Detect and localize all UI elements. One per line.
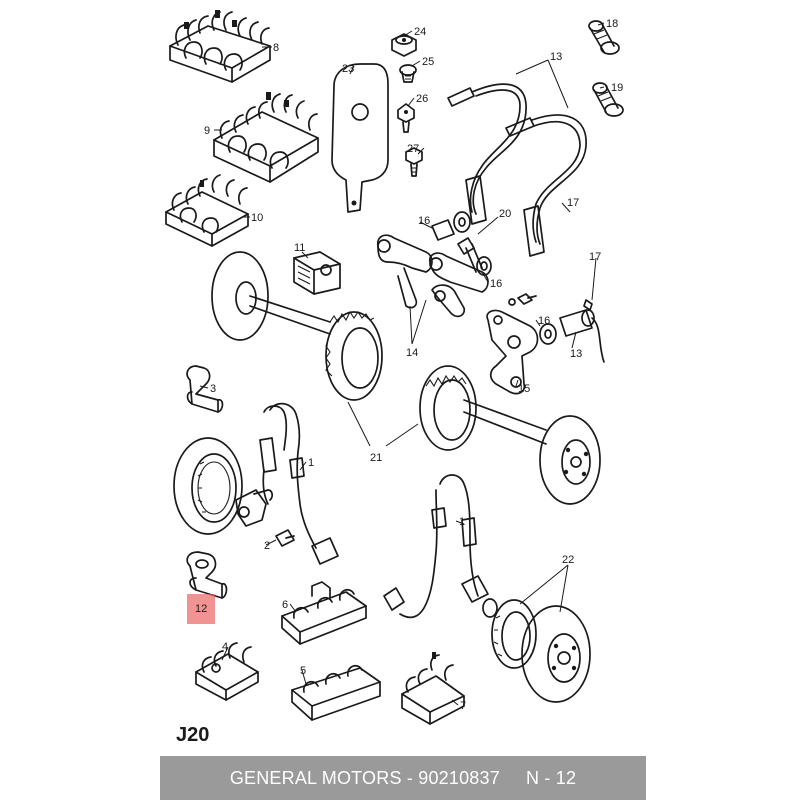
part-19-bolt <box>592 82 624 117</box>
callout-10: 10 <box>251 212 263 224</box>
part-10-clip <box>165 174 249 247</box>
callout-18: 18 <box>606 18 618 30</box>
callout-2: 2 <box>264 540 270 552</box>
part-26-screw <box>397 103 415 133</box>
callout-19: 19 <box>611 82 623 94</box>
callout-numbers: 8 9 10 23 24 25 26 27 18 19 13 11 16 20 … <box>204 18 623 712</box>
part-14-arm-upper <box>376 234 433 309</box>
callout-22: 22 <box>562 554 574 566</box>
callout-1-lower: 1 <box>459 516 465 528</box>
callout-27: 27 <box>407 143 419 155</box>
footer-bar: GENERAL MOTORS - 90210837 N - 12 <box>160 756 646 800</box>
callout-12: 12 <box>195 603 207 615</box>
part-25-screw <box>399 64 417 83</box>
leader-lines <box>199 22 605 706</box>
highlighted-part-marker <box>187 594 215 624</box>
part-15-bracket <box>486 309 539 395</box>
part-22-brake-disc-right <box>491 599 591 703</box>
callout-7: 7 <box>460 700 466 712</box>
part-17-bolt <box>508 293 537 306</box>
part-13-speed-sensor-lower <box>559 309 605 363</box>
callout-14: 14 <box>406 347 418 359</box>
part-9-clip-assembly <box>213 92 319 183</box>
callout-16-middle: 16 <box>490 278 502 290</box>
callout-21: 21 <box>370 452 382 464</box>
callout-1-upper: 1 <box>308 457 314 469</box>
callout-8: 8 <box>273 42 279 54</box>
callout-6: 6 <box>282 599 288 611</box>
part-2-sensor-mount <box>235 489 274 527</box>
callout-24: 24 <box>414 26 426 38</box>
callout-13-lower: 13 <box>570 348 582 360</box>
callout-15: 15 <box>518 383 530 395</box>
callout-25: 25 <box>422 56 434 68</box>
part-3-clip <box>186 365 224 413</box>
part-7-clip <box>401 652 465 725</box>
callout-3: 3 <box>210 383 216 395</box>
callout-17-lower: 17 <box>589 251 601 263</box>
part-21-drive-shaft-lower <box>419 365 601 505</box>
callout-23: 23 <box>342 63 354 75</box>
callout-13-upper: 13 <box>550 51 562 63</box>
part-1-abs-sensor-lower <box>383 474 498 619</box>
part-16-bracket-upper <box>431 211 471 241</box>
callout-16-upper: 16 <box>418 215 430 227</box>
part-5-cable-clamp <box>291 664 381 721</box>
footer-part-number: GENERAL MOTORS - 90210837 N - 12 <box>229 767 577 788</box>
part-11-clamp-block <box>293 251 341 295</box>
part-21-drive-shaft-upper <box>211 251 383 401</box>
part-4-clip <box>195 642 259 701</box>
callout-5: 5 <box>300 665 306 677</box>
part-1-brake-disc-left <box>173 437 243 535</box>
part-2-bolt <box>275 529 295 547</box>
callout-16-lower: 16 <box>538 315 550 327</box>
part-12-clip <box>186 551 228 599</box>
diagram-code-label: J20 <box>176 724 210 746</box>
part-6-cable-clamp <box>281 581 367 645</box>
part-13-speed-sensor-upper <box>447 83 587 257</box>
callout-20: 20 <box>499 208 511 220</box>
callout-17-upper: 17 <box>567 197 579 209</box>
callout-26: 26 <box>416 93 428 105</box>
part-16-washer-lower <box>539 323 557 345</box>
part-23-gasket-plate <box>331 63 389 213</box>
callout-11: 11 <box>294 242 305 254</box>
part-8-clip-assembly <box>169 10 271 83</box>
part-1-abs-sensor-upper <box>259 402 339 565</box>
callout-9: 9 <box>204 125 210 137</box>
callout-4: 4 <box>222 641 228 653</box>
part-18-bolt <box>588 20 620 55</box>
part-27-screw <box>405 147 423 177</box>
